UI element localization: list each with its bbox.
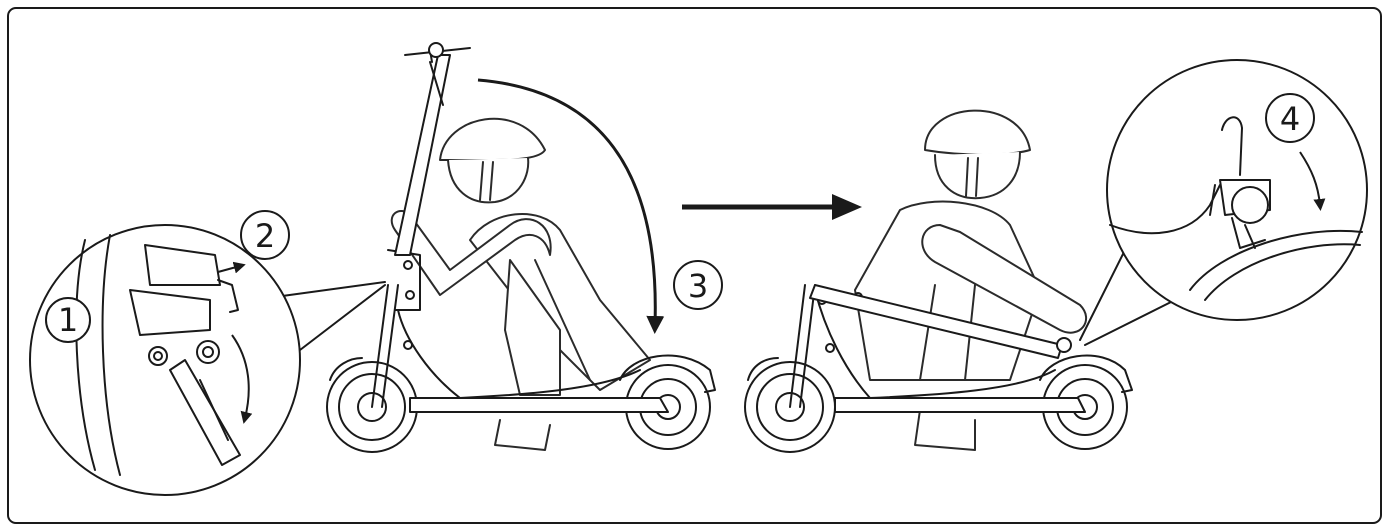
left-scene	[274, 42, 716, 453]
fold-arrow	[477, 78, 665, 334]
latch-detail-callout	[29, 224, 301, 496]
step-badge-4: 4	[1265, 93, 1315, 143]
left-person-figure	[390, 117, 651, 451]
transition-arrow	[682, 194, 862, 220]
hook-detail-callout	[1106, 59, 1368, 321]
left-arm	[390, 210, 552, 296]
left-torso	[469, 213, 651, 391]
step-number-1: 1	[58, 301, 78, 339]
right-scene	[744, 109, 1196, 453]
right-scooter	[744, 284, 1133, 453]
right-stem-folded	[809, 284, 1063, 359]
left-stem	[394, 54, 451, 256]
left-scooter	[326, 42, 716, 453]
right-deck	[834, 397, 1086, 413]
step-badge-2: 2	[240, 210, 290, 260]
open-lever-arrow	[231, 334, 253, 424]
left-leg	[504, 259, 561, 396]
release-hook-arrow	[217, 261, 246, 274]
left-foot	[494, 419, 551, 451]
step-number-4: 4	[1280, 100, 1300, 138]
hook-down-arrow	[1299, 151, 1326, 211]
left-deck	[409, 397, 669, 413]
step-number-2: 2	[255, 217, 275, 255]
right-arm	[921, 224, 1087, 334]
left-head	[447, 157, 530, 204]
step-number-3: 3	[688, 267, 708, 305]
step-badge-3: 3	[673, 260, 723, 310]
step-badge-1: 1	[45, 297, 91, 343]
right-foot	[914, 409, 976, 451]
